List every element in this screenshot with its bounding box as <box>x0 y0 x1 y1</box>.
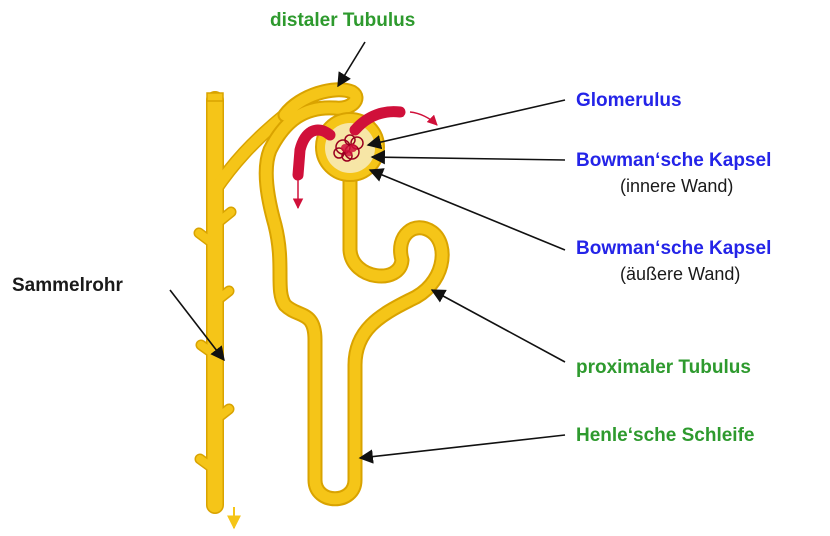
arrow-bowman-inner <box>372 157 565 160</box>
arrow-distal <box>338 42 365 86</box>
arrow-proximal <box>432 290 565 362</box>
label-bowman-outer-title: Bowman‘sche Kapsel <box>576 238 771 260</box>
pointer-arrows <box>170 42 565 458</box>
label-bowman-inner-sub: (innere Wand) <box>620 175 733 197</box>
label-proximal-tubulus: proximaler Tubulus <box>576 357 751 379</box>
label-bowman-inner-title: Bowman‘sche Kapsel <box>576 150 771 172</box>
label-glomerulus: Glomerulus <box>576 90 682 112</box>
arrow-henle <box>360 435 565 458</box>
label-distal-tubulus: distaler Tubulus <box>270 10 415 32</box>
label-henle-schleife: Henle‘sche Schleife <box>576 425 754 447</box>
label-sammelrohr: Sammelrohr <box>12 275 123 297</box>
label-bowman-outer-sub: (äußere Wand) <box>620 263 740 285</box>
